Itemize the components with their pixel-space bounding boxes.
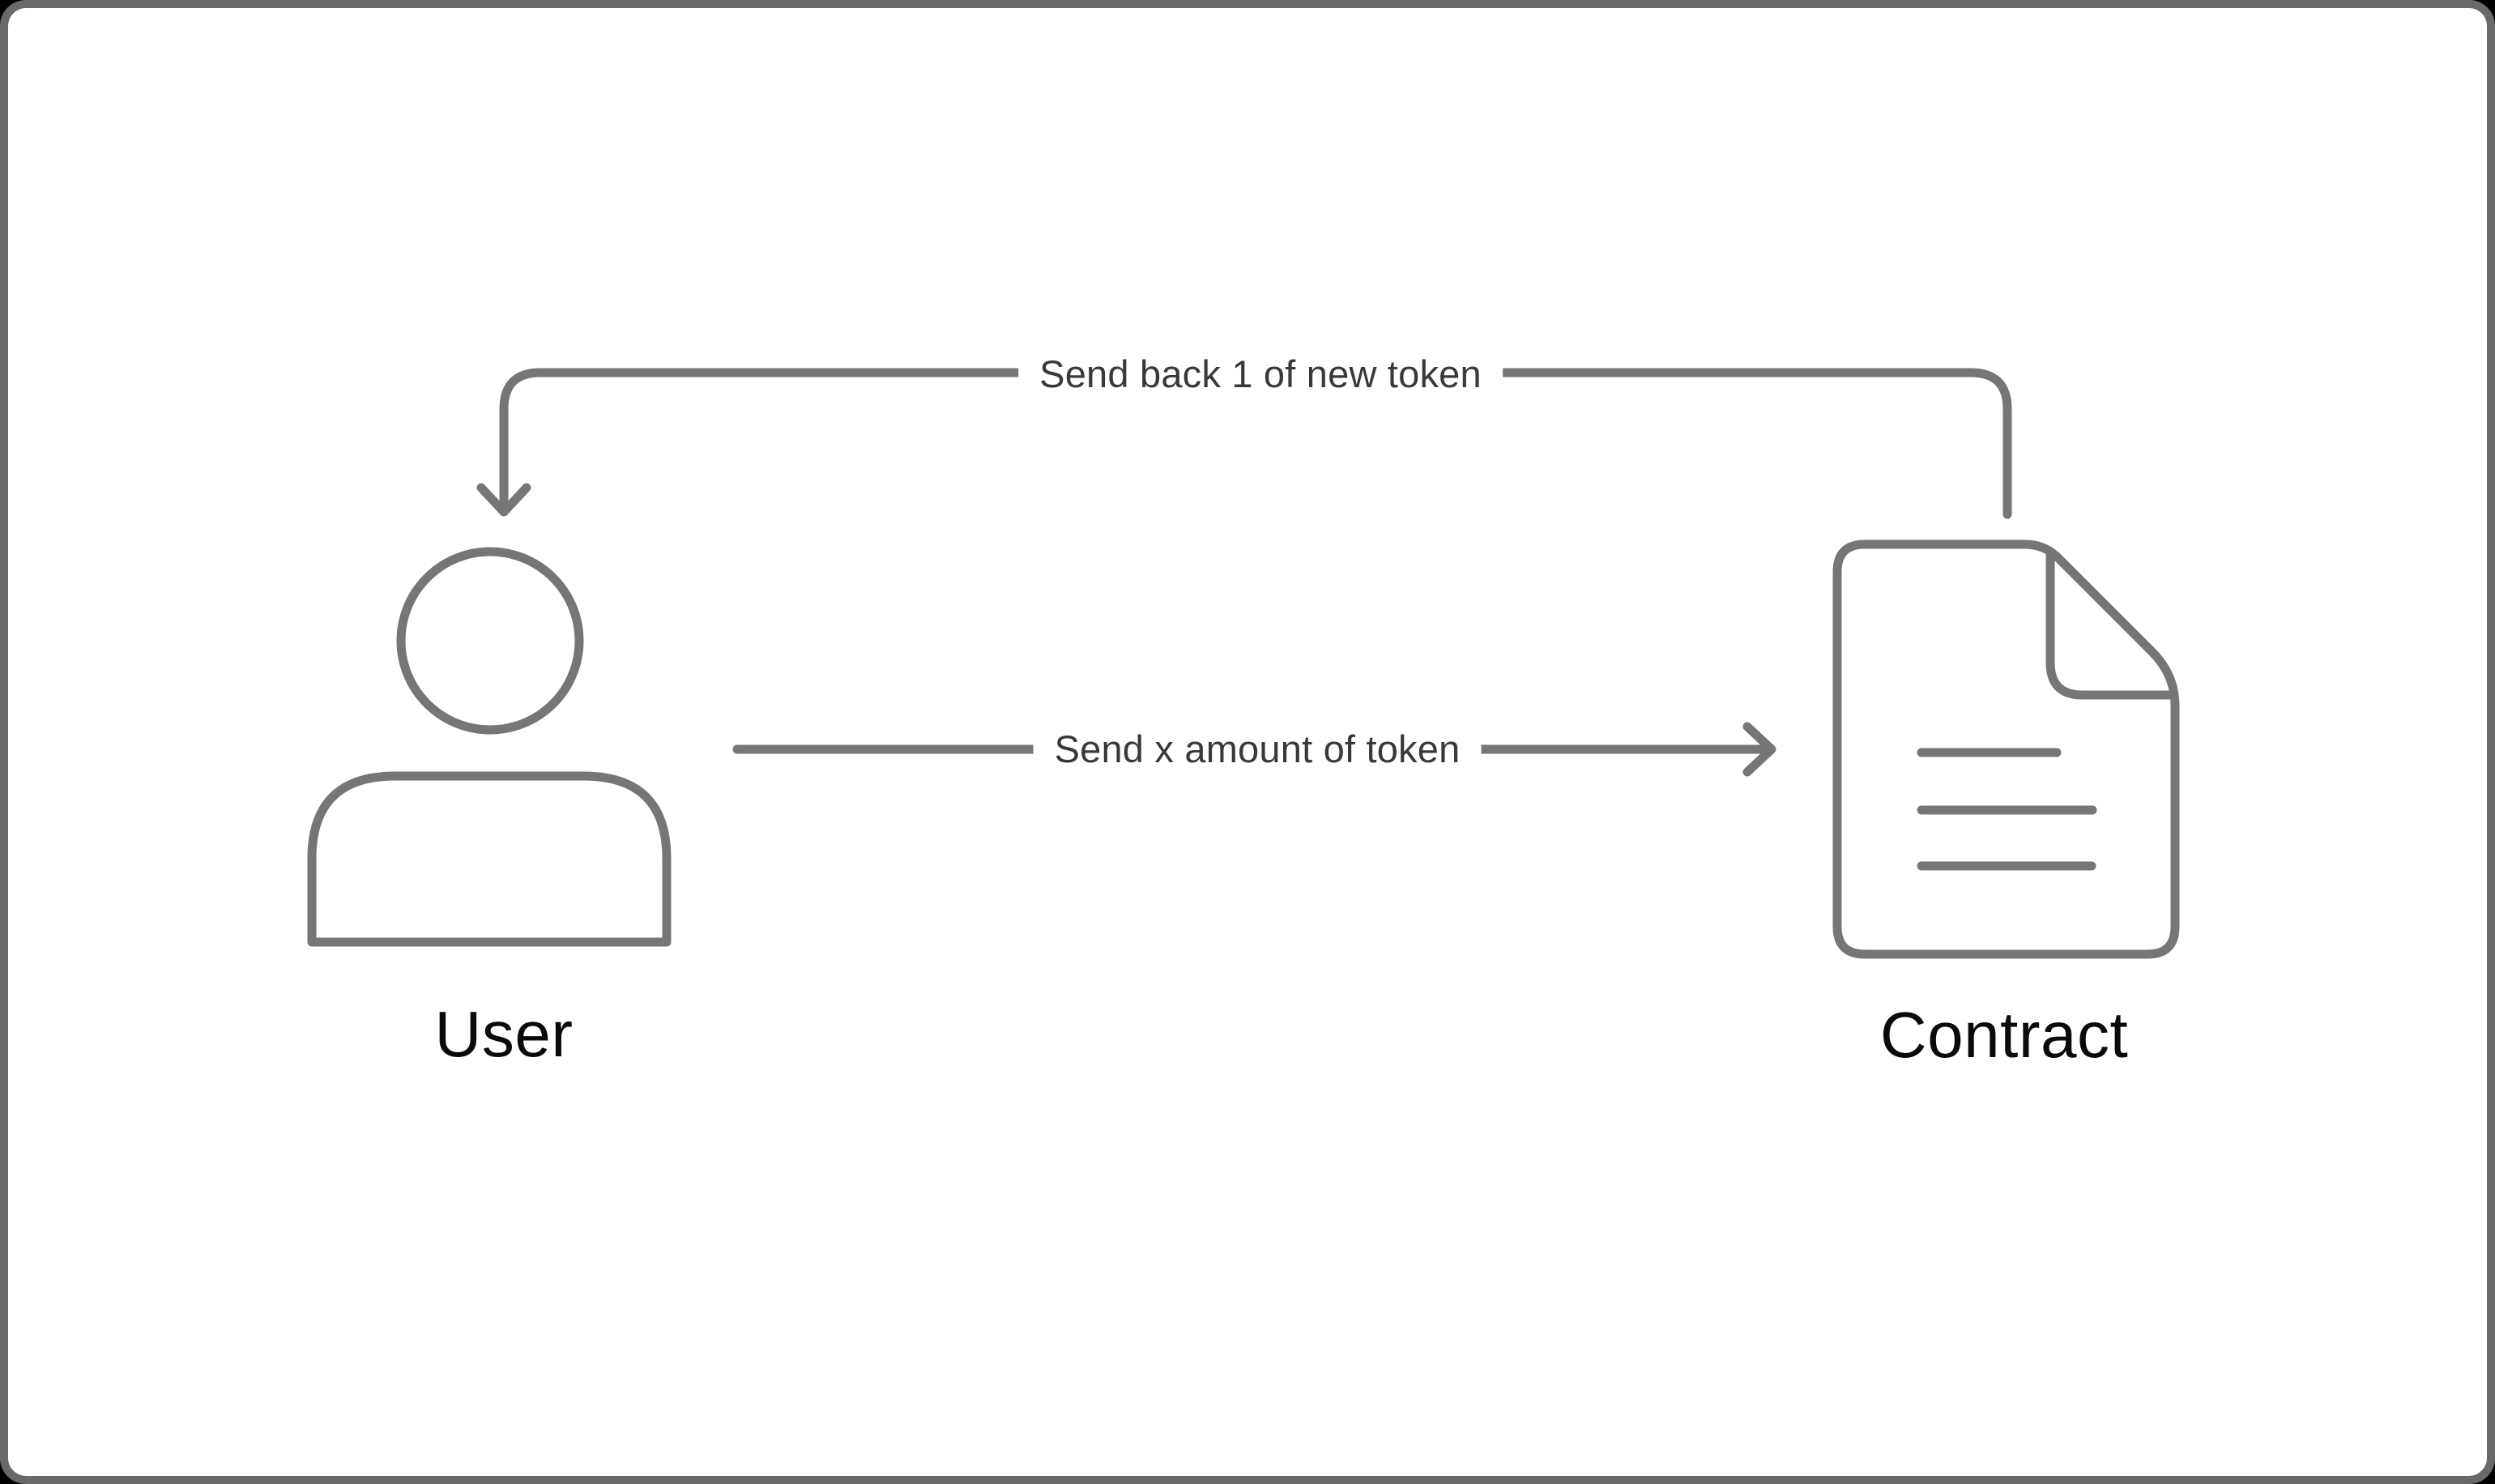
document-fold (2045, 548, 2177, 700)
node-label-user: User (434, 998, 574, 1070)
node-label-contract: Contract (1879, 999, 2129, 1071)
document-outline (1832, 539, 2180, 959)
person-icon (307, 547, 672, 947)
diagram-stage: Send back 1 of new token Send x amount o… (8, 8, 2487, 1476)
send-arrowhead-icon (1742, 722, 1776, 777)
edge-label-send-back: Send back 1 of new token (1018, 351, 1503, 398)
edge-label-send: Send x amount of token (1033, 726, 1482, 773)
person-body (307, 771, 672, 947)
document-icon (1832, 539, 2180, 959)
person-head (396, 547, 584, 735)
send-back-arrowhead-icon (476, 483, 531, 517)
